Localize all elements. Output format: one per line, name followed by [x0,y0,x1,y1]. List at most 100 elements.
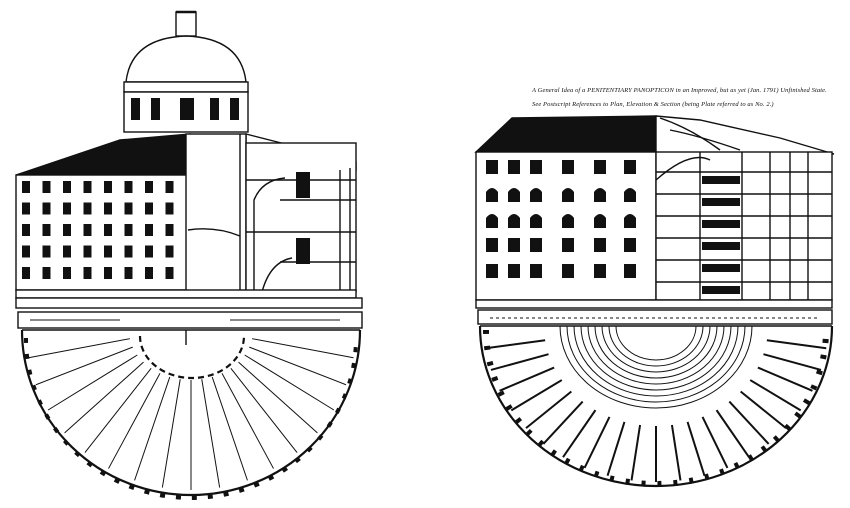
window [63,181,71,193]
arched-window [530,188,542,202]
cell-wall [763,353,822,371]
arched-window [624,188,636,202]
window [165,245,174,258]
cell-wall [211,376,248,481]
left-roof [15,133,191,176]
window [486,160,498,174]
cell-wall [583,416,611,469]
window [104,224,112,236]
window [124,224,133,236]
window [63,267,71,279]
right-plan-outer [478,325,834,488]
window [83,202,92,215]
window [83,245,92,258]
cell-wall [28,338,131,359]
right-roof [474,115,657,153]
window [63,224,71,236]
inspection-ring [601,325,711,373]
arched-window [508,214,520,228]
arched-window [486,188,498,202]
cell-wall [64,361,144,434]
window [624,238,636,252]
cell-wall [238,361,318,434]
window [124,267,133,279]
window [104,202,112,215]
cell-wall [485,339,546,350]
cell-wall [510,379,563,412]
window [42,181,51,193]
window [145,267,153,279]
cell-wall [562,409,597,458]
cell-wall [249,346,347,386]
gallery [702,176,740,184]
cell-wall [670,424,682,481]
window [104,267,112,279]
arched-window [486,214,498,228]
cell-wall [244,354,335,411]
window [22,224,30,236]
gallery [702,220,740,228]
window [624,160,636,174]
right-section-floors [656,171,832,294]
cell-wall [35,346,133,386]
window [124,245,133,258]
cell-wall [701,416,729,469]
arched-window [594,214,606,228]
window [508,160,520,174]
left-facade [15,174,191,291]
gallery [702,264,740,272]
cell-wall [740,390,787,429]
window [165,202,174,215]
cell-wall [499,366,555,392]
left-plan-inner [138,335,246,380]
window [42,202,51,215]
window [562,238,574,252]
cell-wall [766,339,827,350]
window [104,245,112,258]
cell-wall [749,379,802,412]
cell-wall [230,367,298,453]
cell-wall [542,400,584,445]
window [83,181,92,193]
window [22,245,30,258]
left-plan-cell-walls [28,338,354,490]
cell-wall [606,421,626,476]
window [594,160,606,174]
arched-window [594,188,606,202]
window [83,224,92,236]
window [42,267,51,279]
window [562,264,574,278]
window [104,181,112,193]
caption-line-2: See Postscript References to Plan, Eleva… [532,101,774,108]
left-drum-windows [131,98,239,120]
cell-wall [525,390,572,429]
window [508,264,520,278]
window [530,160,542,174]
window [594,264,606,278]
cell-wall [757,366,813,392]
window [124,181,133,193]
inspection-ring [608,325,704,367]
window [83,267,92,279]
cell-wall [490,353,549,371]
window [165,267,174,279]
cell-wall [108,373,161,469]
window [63,245,71,258]
cell-wall [251,338,354,359]
arched-window [624,214,636,228]
cell-wall [84,367,152,453]
window [22,202,30,215]
window [145,245,153,258]
inspection-ring [566,325,746,403]
right-panopticon-drawing [474,115,835,301]
window [145,181,153,193]
window [562,160,574,174]
inspection-ring [615,325,697,361]
cell-wall [630,424,642,481]
cell-wall [134,376,171,481]
window [486,238,498,252]
arched-window [562,188,574,202]
inspection-ring [580,325,732,391]
inspection-ring [573,325,739,397]
window [42,245,51,258]
